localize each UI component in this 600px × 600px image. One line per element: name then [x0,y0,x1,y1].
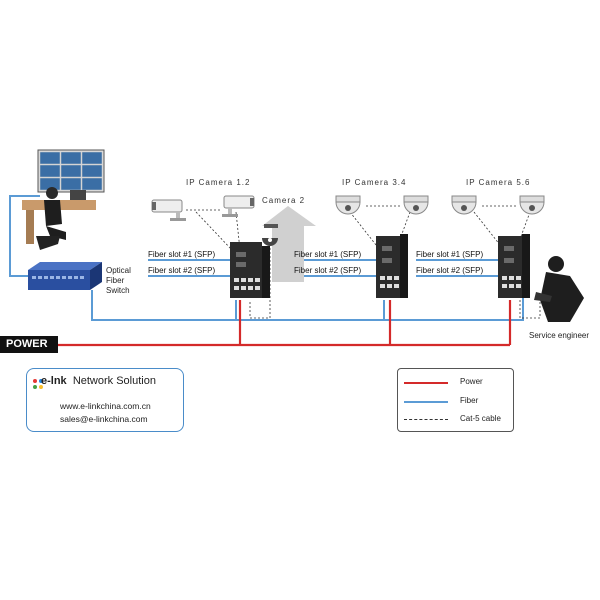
website-link[interactable]: www.e-linkchina.com.cn [60,401,151,411]
monitor-wall-icon [37,149,105,193]
company-logo-box: e-lnk Network Solution www.e-linkchina.c… [26,368,184,432]
industrial-switch-1-icon [230,242,270,298]
legend: Power Fiber Cat-5 cable [397,368,514,432]
service-engineer-label: Service engineer [529,331,590,340]
brand-mark: e-lnk [41,375,67,387]
optical-switch-label-line2: Fiber [106,276,125,285]
legend-fiber-swatch [404,401,448,403]
power-lines [52,300,512,347]
dome-camera-4-icon [403,195,429,215]
camera-2-label: Camera 2 [262,196,306,205]
fiber-slot-label: Fiber slot #1 (SFP) [294,250,362,259]
ip-camera-56-label: IP Camera 5.6 [466,178,531,187]
operator-desk-icon [22,187,96,250]
optical-switch-label-line1: Optical [106,266,131,275]
industrial-switch-3-icon [498,234,530,298]
fiber-slot-label: Fiber slot #2 (SFP) [416,266,484,275]
service-engineer-icon [534,256,584,322]
ip-camera-34-label: IP Camera 3.4 [342,178,407,187]
legend-cat5-swatch [404,419,448,420]
brand-tagline: Network Solution [72,375,156,387]
dome-camera-6-icon [519,195,545,215]
bullet-camera-2-icon [222,195,255,217]
optical-switch-label-line3: Switch [106,286,130,295]
dome-camera-5-icon [451,195,477,215]
brand-logo-icon [33,379,43,389]
house-camera-icon [262,206,316,282]
fiber-slot-label: Fiber slot #1 (SFP) [416,250,484,259]
bullet-camera-1-icon [151,199,186,221]
dome-camera-3-icon [335,195,361,215]
industrial-switch-2-icon [376,234,408,298]
fiber-monitor-to-switch [9,195,40,277]
fiber-slot-label: Fiber slot #1 (SFP) [148,250,216,259]
power-label: POWER [0,336,58,353]
fiber-lines [9,195,524,321]
fiber-slot-label: Fiber slot #2 (SFP) [148,266,216,275]
brand-name: e-lnk Network Solution [41,375,156,387]
legend-power-label: Power [460,377,483,386]
fiber-backbone [91,290,524,321]
fiber-slot-label: Fiber slot #2 (SFP) [294,266,362,275]
legend-fiber-label: Fiber [460,396,479,405]
email-link[interactable]: sales@e-linkchina.com [60,414,148,424]
legend-cat5-label: Cat-5 cable [460,414,501,423]
optical-fiber-switch-icon [28,262,102,290]
ip-camera-12-label: IP Camera 1.2 [186,178,251,187]
legend-power-swatch [404,382,448,384]
